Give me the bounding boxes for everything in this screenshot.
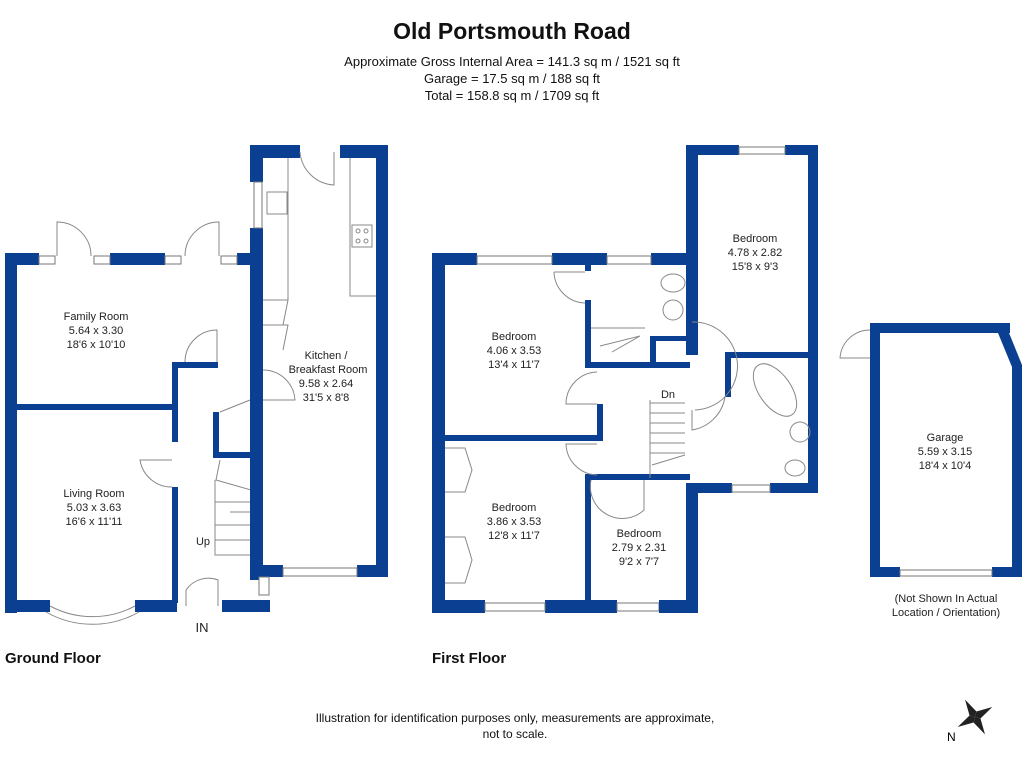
room-size-imperial: 31'5 x 8'8: [303, 392, 349, 404]
room-size-imperial: 15'8 x 9'3: [732, 261, 778, 273]
room-size-imperial: 18'6 x 10'10: [67, 339, 126, 351]
gross-area: Approximate Gross Internal Area = 141.3 …: [344, 54, 680, 69]
compass-north-label: N: [947, 730, 956, 744]
garage-area: Garage = 17.5 sq m / 188 sq ft: [424, 71, 600, 86]
room-size-metric: 5.03 x 3.63: [67, 502, 121, 514]
room-size-metric: 4.78 x 2.82: [728, 247, 782, 259]
first-floor-plan: Bedroom 4.78 x 2.82 15'8 x 9'3 Bedroom 4…: [432, 145, 818, 613]
room-size-imperial: 9'2 x 7'7: [619, 556, 659, 568]
stairs-down-label: Dn: [661, 389, 675, 401]
room-size-imperial: 18'4 x 10'4: [919, 460, 972, 472]
room-name: Kitchen /: [305, 350, 349, 362]
ground-floor-label: Ground Floor: [5, 650, 101, 667]
room-size-metric: 4.06 x 3.53: [487, 345, 541, 357]
room-name: Bedroom: [492, 331, 537, 343]
garage-plan: Garage 5.59 x 3.15 18'4 x 10'4 (Not Show…: [839, 323, 1022, 619]
ground-floor-plan: Family Room 5.64 x 3.30 18'6 x 10'10 Kit…: [5, 145, 388, 635]
room-size-metric: 5.59 x 3.15: [918, 446, 972, 458]
room-name: Bedroom: [492, 502, 537, 514]
room-size-imperial: 13'4 x 11'7: [488, 359, 540, 371]
garage-note: Location / Orientation): [892, 607, 1000, 619]
entrance-label: IN: [196, 620, 209, 635]
room-size-metric: 5.64 x 3.30: [69, 325, 123, 337]
room-size-imperial: 16'6 x 11'11: [65, 516, 122, 528]
room-name: Bedroom: [733, 233, 778, 245]
room-name: Breakfast Room: [289, 364, 368, 376]
disclaimer-line: Illustration for identification purposes…: [315, 711, 715, 725]
room-size-metric: 9.58 x 2.64: [299, 378, 353, 390]
plan-title: Old Portsmouth Road: [393, 18, 631, 44]
total-area: Total = 158.8 sq m / 1709 sq ft: [424, 88, 600, 103]
room-name: Garage: [927, 432, 964, 444]
compass-icon: [957, 699, 993, 735]
room-name: Family Room: [64, 311, 129, 323]
garage-note: (Not Shown In Actual: [895, 593, 998, 605]
disclaimer: Illustration for identification purposes…: [0, 710, 1024, 742]
room-size-imperial: 12'8 x 11'7: [488, 530, 540, 542]
disclaimer-line: not to scale.: [482, 727, 548, 741]
room-name: Bedroom: [617, 528, 662, 540]
room-size-metric: 2.79 x 2.31: [612, 542, 666, 554]
room-name: Living Room: [63, 488, 124, 500]
first-floor-label: First Floor: [432, 650, 507, 667]
stairs-up-label: Up: [196, 536, 210, 548]
room-size-metric: 3.86 x 3.53: [487, 516, 541, 528]
